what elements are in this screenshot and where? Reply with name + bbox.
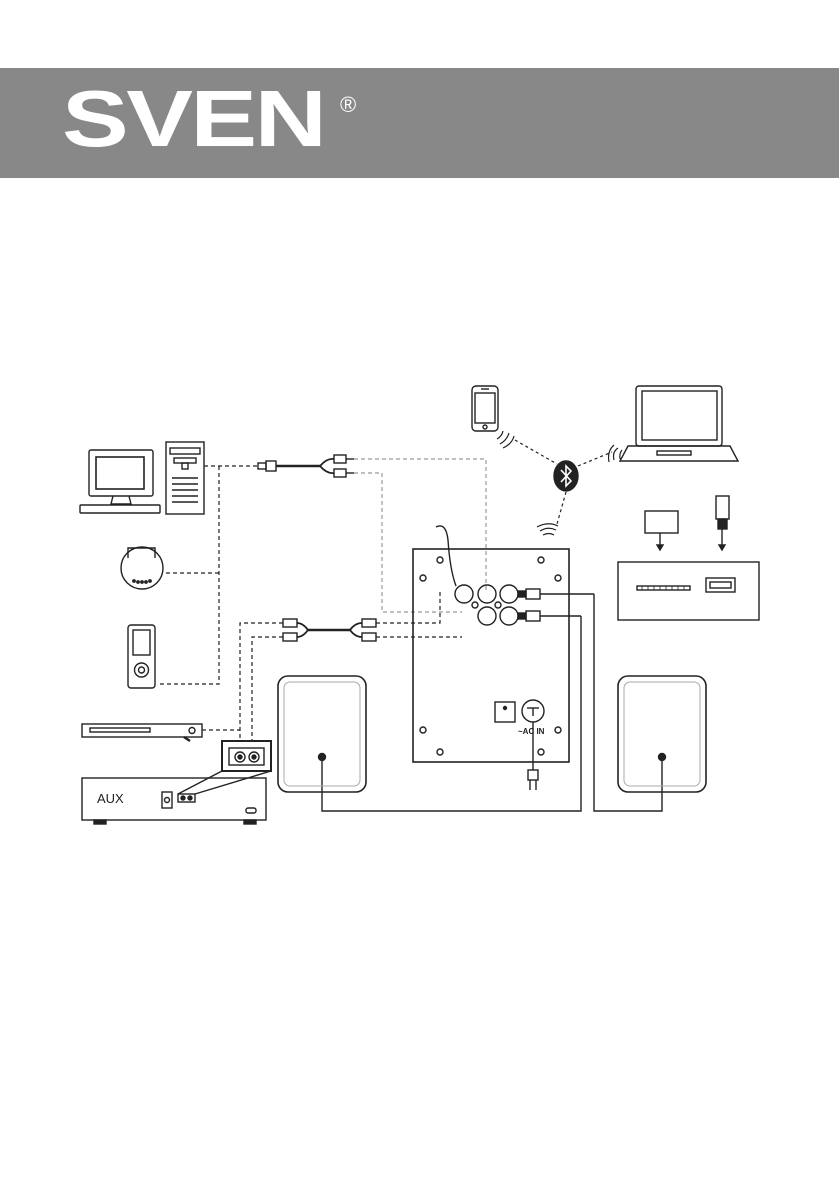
rca-cable-top	[354, 459, 486, 612]
aux-label: AUX	[97, 791, 124, 806]
source-cables	[157, 466, 258, 684]
subwoofer-icon	[413, 526, 569, 762]
speaker-output-plugs	[518, 589, 594, 621]
jack-cable-top	[258, 455, 354, 477]
desktop-computer-icon	[80, 450, 160, 513]
rca-cable-bottom-lines	[202, 590, 462, 741]
rca-cable-bottom	[283, 619, 376, 641]
cd-player-icon	[121, 547, 163, 589]
mp3-player-icon	[128, 625, 155, 688]
smartphone-icon	[472, 386, 498, 431]
front-panel-icon	[618, 562, 759, 620]
av-receiver-icon	[82, 741, 271, 824]
bluetooth-icon	[554, 461, 578, 491]
subwoofer-signal-icon	[537, 524, 558, 535]
dvd-player-icon	[82, 724, 202, 741]
phone-signal-icon	[497, 431, 514, 448]
pc-tower-icon	[166, 442, 204, 514]
usb-flash-drive-icon	[716, 496, 729, 550]
laptop-signal-icon	[609, 445, 622, 462]
ac-in-label: ~AC IN	[518, 727, 545, 736]
sd-card-icon	[645, 511, 678, 550]
laptop-icon	[620, 386, 738, 461]
